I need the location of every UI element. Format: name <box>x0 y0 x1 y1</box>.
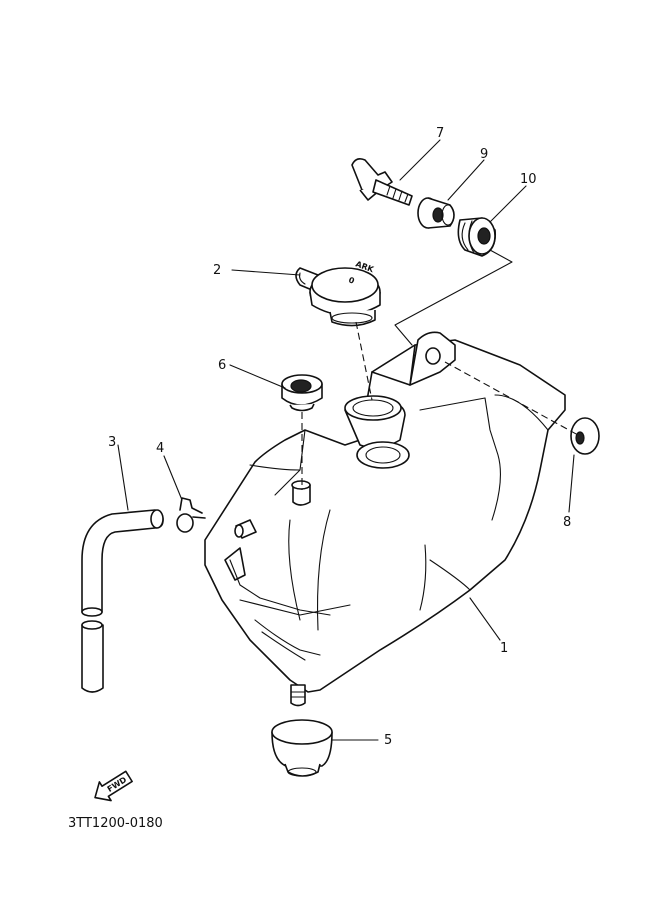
callout-5: 5 <box>384 733 392 748</box>
leader-lines <box>117 139 575 741</box>
callout-numbers: 1 2 3 4 5 6 7 8 9 10 <box>108 126 571 748</box>
damper <box>457 217 497 257</box>
collar <box>417 197 455 229</box>
callout-6: 6 <box>218 358 226 373</box>
callout-1: 1 <box>500 641 508 656</box>
bolt <box>351 158 413 206</box>
grommet-bottom <box>271 719 333 777</box>
callout-8: 8 <box>563 515 571 530</box>
callout-4: 4 <box>156 441 164 456</box>
filler-cap: 0 ARK <box>295 259 381 327</box>
washer <box>570 417 600 455</box>
hose-clip <box>176 497 206 533</box>
callout-2: 2 <box>213 263 221 278</box>
hose <box>81 509 164 693</box>
grommet <box>281 374 323 412</box>
svg-text:0: 0 <box>347 275 356 286</box>
callout-9: 9 <box>480 147 488 162</box>
callout-10: 10 <box>520 172 537 187</box>
callout-3: 3 <box>108 435 116 450</box>
oil-tank <box>204 331 566 707</box>
assembly-lines <box>301 249 579 490</box>
forward-arrow-icon: FWD <box>94 770 133 802</box>
callout-7: 7 <box>436 126 444 141</box>
diagram-code: 3TT1200-0180 <box>68 816 163 831</box>
